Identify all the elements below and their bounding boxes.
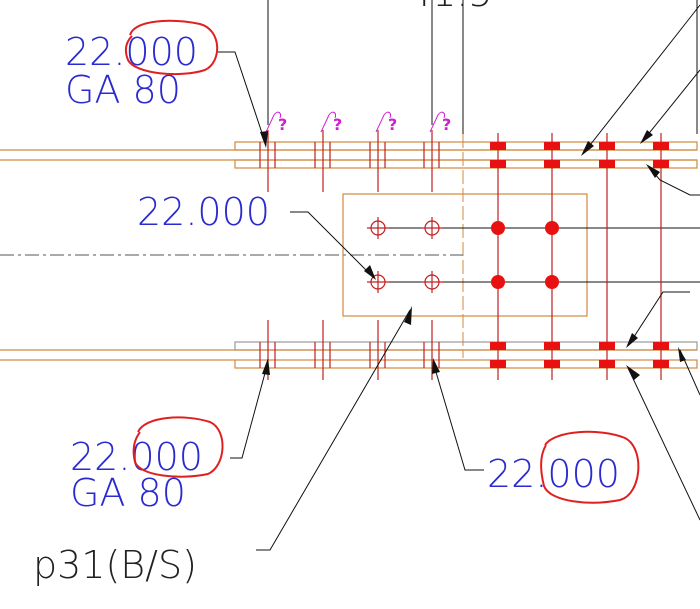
filled-bolt-hole[interactable] [545, 275, 559, 289]
marker-icon [265, 111, 281, 133]
part-mark-label: p31(B/S) [33, 543, 197, 587]
unknown-bolt-marker: ? [388, 115, 397, 134]
leader-lines [216, 4, 700, 551]
middle-dimension: 22.000 [137, 190, 270, 234]
bolt-head[interactable] [599, 342, 615, 350]
bottom-left-gauge: GA 80 [70, 471, 186, 515]
bolt-head[interactable] [599, 360, 615, 368]
bottom-right-dimension: 22.000 [487, 452, 620, 496]
bolt-head[interactable] [653, 160, 669, 168]
top-flange [0, 141, 698, 169]
bolt-head[interactable] [653, 342, 669, 350]
marker-icon [429, 111, 445, 133]
reference-lines [267, 0, 698, 134]
bolt-head[interactable] [544, 342, 560, 350]
bolt-head[interactable] [544, 360, 560, 368]
splice-plate[interactable] [342, 193, 588, 317]
bolt-head[interactable] [599, 160, 615, 168]
marker-icon [375, 111, 391, 133]
bolt-head[interactable] [544, 160, 560, 168]
filled-bolt-hole[interactable] [491, 275, 505, 289]
bolt-group [259, 130, 669, 380]
bolt-head[interactable] [490, 360, 506, 368]
bolt-head[interactable] [599, 142, 615, 150]
marker-icon [320, 111, 336, 133]
bolt-head[interactable] [490, 342, 506, 350]
arrowheads [260, 130, 686, 380]
bolt-head[interactable] [653, 360, 669, 368]
top-dimension-text: 41.5 [408, 0, 493, 15]
revision-cloud-2 [132, 416, 224, 478]
revision-cloud-3 [540, 430, 640, 504]
bolt-head[interactable] [544, 142, 560, 150]
filled-bolt-hole[interactable] [491, 221, 505, 235]
bolt-head[interactable] [490, 160, 506, 168]
unknown-markers: ???? [265, 111, 451, 134]
unknown-bolt-marker: ? [333, 115, 342, 134]
bottom-left-dimension: 22.000 [70, 435, 203, 479]
filled-bolt-hole[interactable] [545, 221, 559, 235]
revision-clouds [124, 19, 640, 504]
unknown-bolt-marker: ? [278, 115, 287, 134]
revision-cloud-1 [124, 19, 219, 76]
bolt-head[interactable] [490, 142, 506, 150]
top-left-gauge: GA 80 [65, 68, 181, 112]
unknown-bolt-marker: ? [442, 115, 451, 134]
bottom-flange [0, 341, 698, 369]
bolt-head[interactable] [653, 142, 669, 150]
